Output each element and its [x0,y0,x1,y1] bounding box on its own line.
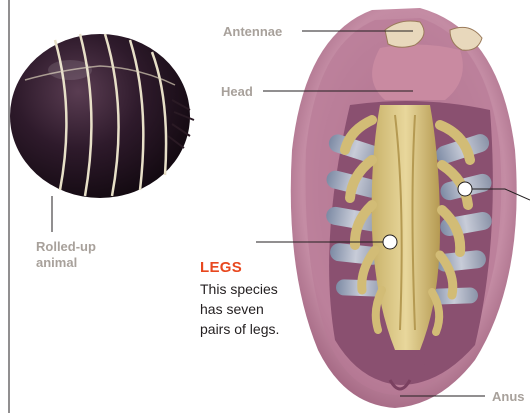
pill-bug-underside-image [291,8,517,408]
rolled-up-animal-image [10,34,194,198]
leader-dot-icon [458,182,472,196]
legs-callout-title: LEGS [200,259,279,277]
label-head: Head [221,84,253,99]
label-anus: Anus [492,389,525,404]
label-rolled-up-animal: Rolled-up animal [36,239,96,271]
legs-callout-description: This species has seven pairs of legs. [200,279,279,339]
label-antennae: Antennae [223,24,282,39]
leader-dot-icon [383,235,397,249]
legs-callout: LEGS This species has seven pairs of leg… [200,259,279,339]
